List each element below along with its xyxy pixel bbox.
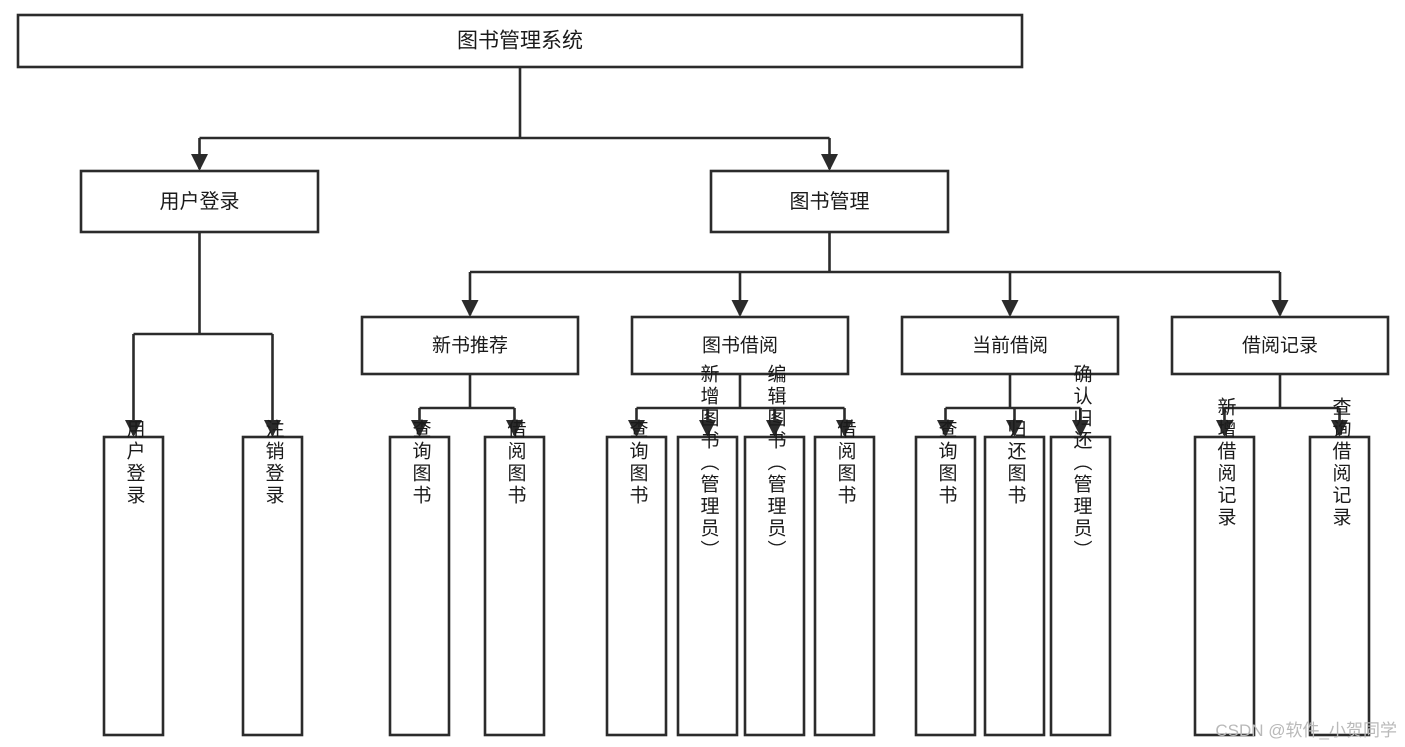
leaf-node-2-label: 查询图书 — [409, 419, 431, 507]
edge-arrowhead-icon — [191, 154, 208, 171]
leaf-node-3-box[interactable] — [483, 435, 546, 737]
leaf-node-8-box[interactable] — [914, 435, 977, 737]
level2-node-0-label: 用户登录 — [160, 190, 240, 213]
edge-arrowhead-icon — [766, 420, 783, 437]
leaf-node-11-label: 新增借阅记录 — [1214, 397, 1236, 529]
edge-arrowhead-icon — [1072, 420, 1089, 437]
edge-arrowhead-icon — [461, 300, 479, 317]
leaf-node-0-box[interactable] — [102, 435, 165, 737]
leaf-node-8-label: 查询图书 — [935, 419, 957, 507]
root-node-box[interactable] — [16, 13, 1024, 69]
edge-arrowhead-icon — [1331, 420, 1348, 437]
leaf-node-4-box[interactable] — [605, 435, 668, 737]
level3-node-2-box[interactable] — [900, 315, 1120, 376]
edge-arrowhead-icon — [731, 300, 749, 317]
edge-arrowhead-icon — [1216, 420, 1233, 437]
level2-node-1-label: 图书管理 — [790, 190, 870, 213]
edges-layer — [125, 67, 1348, 437]
leaf-node-6-box[interactable] — [743, 435, 806, 737]
leaf-node-5-label: 新增图书（管理员） — [697, 364, 719, 562]
level2-node-0-box[interactable] — [79, 169, 320, 234]
level3-node-1-label: 图书借阅 — [702, 335, 778, 357]
csdn-watermark: CSDN @软件_小贺同学 — [1215, 721, 1397, 740]
leaf-node-9-box[interactable] — [983, 435, 1046, 737]
root-node-label: 图书管理系统 — [457, 30, 583, 53]
edge-arrowhead-icon — [699, 420, 716, 437]
edge-arrowhead-icon — [1271, 300, 1289, 317]
edge-arrowhead-icon — [1001, 300, 1019, 317]
leaf-node-12-label: 查询借阅记录 — [1329, 397, 1351, 529]
level3-node-3-box[interactable] — [1170, 315, 1390, 376]
edge-arrowhead-icon — [628, 420, 645, 437]
leaf-node-7-box[interactable] — [813, 435, 876, 737]
level3-node-3-label: 借阅记录 — [1242, 335, 1318, 357]
leaf-node-10-box[interactable] — [1049, 435, 1112, 737]
level3-node-1-box[interactable] — [630, 315, 850, 376]
edge-arrowhead-icon — [836, 420, 853, 437]
leaf-node-9-label: 归还图书 — [1004, 419, 1026, 507]
leaf-node-1-label: 注销登录 — [262, 419, 284, 507]
leaf-node-3-label: 借阅图书 — [504, 419, 526, 507]
leaf-node-7-label: 借阅图书 — [834, 419, 856, 507]
leaf-node-4-label: 查询图书 — [626, 419, 648, 507]
nodes-layer: 图书管理系统用户登录图书管理新书推荐图书借阅当前借阅借阅记录用户登录注销登录查询… — [16, 13, 1390, 737]
leaf-node-6-label: 编辑图书（管理员） — [764, 364, 786, 562]
level2-node-1-box[interactable] — [709, 169, 950, 234]
leaf-node-12-box[interactable] — [1308, 435, 1371, 737]
edge-arrowhead-icon — [125, 420, 142, 437]
leaf-node-1-box[interactable] — [241, 435, 304, 737]
level3-node-0-label: 新书推荐 — [432, 335, 508, 357]
leaf-node-2-box[interactable] — [388, 435, 451, 737]
leaf-node-11-box[interactable] — [1193, 435, 1256, 737]
edge-arrowhead-icon — [506, 420, 523, 437]
leaf-node-0-label: 用户登录 — [123, 419, 145, 507]
level3-node-0-box[interactable] — [360, 315, 580, 376]
edge-arrowhead-icon — [411, 420, 428, 437]
edge-arrowhead-icon — [1006, 420, 1023, 437]
level3-node-2-label: 当前借阅 — [972, 335, 1048, 357]
edge-arrowhead-icon — [264, 420, 281, 437]
edge-arrowhead-icon — [821, 154, 838, 171]
leaf-node-10-label: 确认归还（管理员） — [1070, 364, 1092, 562]
edge-arrowhead-icon — [937, 420, 954, 437]
leaf-node-5-box[interactable] — [676, 435, 739, 737]
